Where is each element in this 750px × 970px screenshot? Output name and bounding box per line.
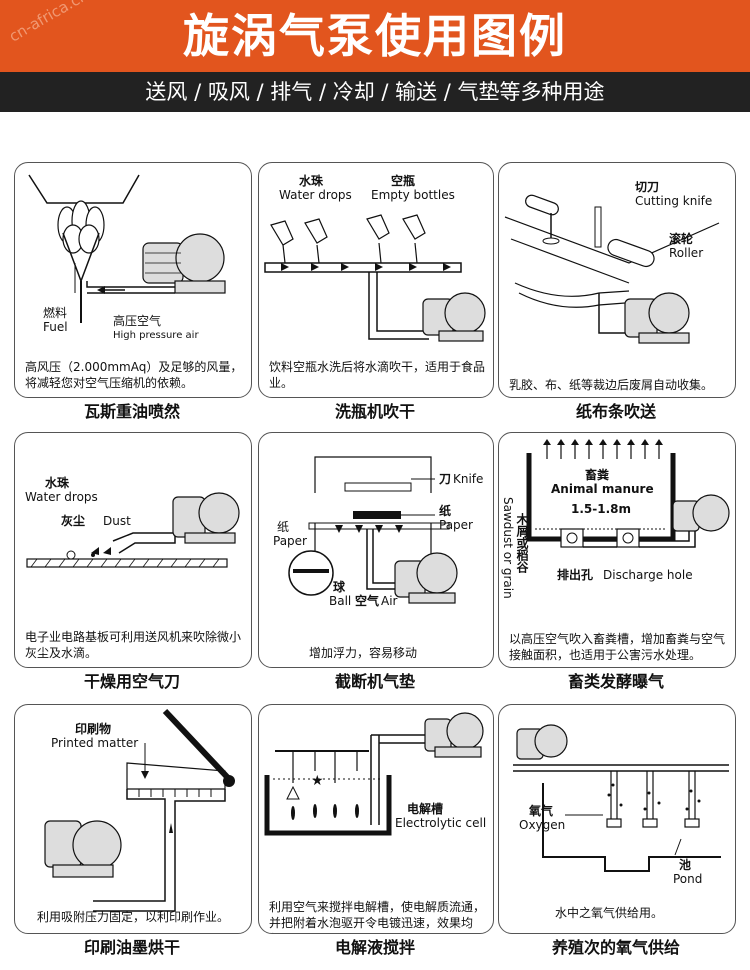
manure-label-cn: 畜粪 (585, 468, 610, 482)
manure-label-en: Animal manure (551, 482, 654, 496)
water-drops-label-cn: 水珠 (299, 174, 324, 188)
aquaculture-oxygen-illustration (513, 724, 729, 872)
fuel-label-cn: 燃料 (43, 306, 68, 320)
panel-strip-blowing: 切刀 Cutting knife 滚轮 Roller 乳胶、布、纸等裁边后废屑自… (498, 162, 736, 398)
oxygen-label-en: Oxygen (519, 818, 566, 832)
panel-electrolyte-stirring: ★ 电解槽 Electrolytic cell 利用空气来搅拌电解槽，使电解质流… (258, 704, 494, 934)
cutting-knife-label-en: Cutting knife (635, 194, 713, 208)
pond-label-cn: 池 (679, 858, 692, 872)
panel-manure-aeration: 畜粪 Animal manure 1.5-1.8m 木屑或稻谷 Sawdust … (498, 432, 736, 668)
electrolytic-cell-label-cn: 电解槽 (407, 802, 444, 816)
panel-cutter-air-cushion: 刀 Knife 纸 Paper 纸 Paper 球 Ball 空气 Air 增加… (258, 432, 494, 668)
oxygen-label-cn: 氧气 (529, 804, 554, 818)
knife-label-cn: 刀 (439, 472, 452, 486)
printed-matter-label-cn: 印刷物 (75, 722, 112, 736)
sawdust-label-en: Sawdust or grain (501, 497, 515, 599)
pond-label-en: Pond (673, 872, 703, 886)
ball-label-en: Ball (329, 594, 352, 608)
paper-left-label-en: Paper (273, 534, 307, 548)
ball-label-cn: 球 (333, 580, 346, 594)
subtitle-bar: 送风 / 吸风 / 排气 / 冷却 / 输送 / 气垫等多种用途 (0, 72, 750, 112)
panel-gas-oil-burning: 燃料 Fuel 高压空气 High pressure air 高风压（2.000… (14, 162, 252, 398)
discharge-hole-label-cn: 排出孔 (557, 568, 594, 582)
cutting-knife-label-cn: 切刀 (635, 180, 660, 194)
cutter-air-cushion-illustration (288, 456, 458, 604)
panel-description: 饮料空瓶水洗后将水滴吹干，适用于食品业。 (269, 360, 486, 390)
panel-description: 增加浮力，容易移动 (309, 646, 418, 660)
panel-caption: 干燥用空气刀 (83, 672, 180, 691)
gas-oil-burning-illustration (28, 174, 226, 323)
air-label-cn: 空气 (355, 594, 380, 608)
title-banner: 旋涡气泵使用图例 cn-africa.cn (0, 0, 750, 72)
panel-description: 以高压空气吹入畜粪槽，增加畜粪与空气接触面积，也适用于公害污水处理。 (509, 632, 726, 662)
panel-description: 利用空气来搅拌电解槽，使电解质流通，并把附着水泡驱开令电镀迅速，效果均匀。 (269, 900, 486, 933)
electrolyte-stirring-illustration: ★ (264, 712, 484, 836)
panel-description: 乳胶、布、纸等裁边后废屑自动收集。 (509, 378, 714, 392)
panel-air-knife-drying: 水珠 Water drops 灰尘 Dust 电子业电路基板可利用送风机来吹除微… (14, 432, 252, 668)
svg-text:★: ★ (311, 773, 324, 789)
page-title: 旋涡气泵使用图例 (183, 9, 567, 63)
knife-label-en: Knife (453, 472, 484, 486)
paper-left-label-cn: 纸 (277, 520, 290, 534)
electrolytic-cell-label-en: Electrolytic cell (395, 816, 487, 830)
air-label-cn: 高压空气 (113, 314, 162, 328)
panel-ink-drying: 印刷物 Printed matter 利用吸附压力固定，以利印刷作业。 (14, 704, 252, 934)
dust-label-cn: 灰尘 (61, 514, 86, 528)
strip-blowing-illustration (504, 194, 720, 344)
panel-caption: 电解液搅拌 (334, 938, 415, 957)
dust-label-en: Dust (103, 514, 131, 528)
panel-description: 高风压（2.000mmAq）及足够的风量，将减轻您对空气压缩机的依赖。 (25, 360, 243, 390)
printed-matter-label-en: Printed matter (51, 736, 139, 750)
panel-caption: 洗瓶机吹干 (334, 402, 415, 421)
panel-aquaculture-oxygen: 氧气 Oxygen 池 Pond 水中之氧气供给用。 (498, 704, 736, 934)
fuel-label-en: Fuel (43, 320, 68, 334)
water-drops-label-en: Water drops (25, 490, 98, 504)
air-label-en: High pressure air (113, 330, 199, 341)
ink-drying-illustration (44, 708, 235, 912)
roller-label-cn: 滚轮 (669, 232, 694, 246)
page-subtitle: 送风 / 吸风 / 排气 / 冷却 / 输送 / 气垫等多种用途 (145, 80, 605, 104)
paper-label-en: Paper (439, 518, 473, 532)
panel-description: 水中之氧气供给用。 (555, 906, 664, 920)
panel-caption: 养殖次的氧气供给 (551, 938, 680, 957)
air-label-en: Air (381, 594, 398, 608)
panel-description: 利用吸附压力固定，以利印刷作业。 (37, 910, 230, 924)
panel-bottle-washer-drying: 水珠 Water drops 空瓶 Empty bottles 饮料空瓶水洗后将… (258, 162, 494, 398)
empty-bottles-label-en: Empty bottles (371, 188, 455, 202)
panel-caption: 截断机气垫 (334, 672, 415, 691)
depth-label: 1.5-1.8m (571, 502, 631, 516)
empty-bottles-label-cn: 空瓶 (391, 174, 416, 188)
manure-aeration-illustration (526, 439, 730, 548)
sawdust-label-cn: 木屑或稻谷 (515, 513, 529, 573)
panel-caption: 纸布条吹送 (575, 402, 656, 421)
panel-caption: 畜类发酵曝气 (567, 672, 664, 691)
water-drops-label-en: Water drops (279, 188, 352, 202)
panel-description: 电子业电路基板可利用送风机来吹除微小灰尘及水滴。 (25, 630, 242, 660)
roller-label-en: Roller (669, 246, 704, 260)
panel-caption: 瓦斯重油喷然 (83, 402, 180, 421)
discharge-hole-label-en: Discharge hole (603, 568, 693, 582)
water-drops-label-cn: 水珠 (45, 476, 70, 490)
air-knife-illustration (26, 492, 240, 568)
panel-caption: 印刷油墨烘干 (83, 938, 180, 957)
paper-label-cn: 纸 (439, 504, 452, 518)
bottle-washer-illustration (264, 214, 486, 342)
